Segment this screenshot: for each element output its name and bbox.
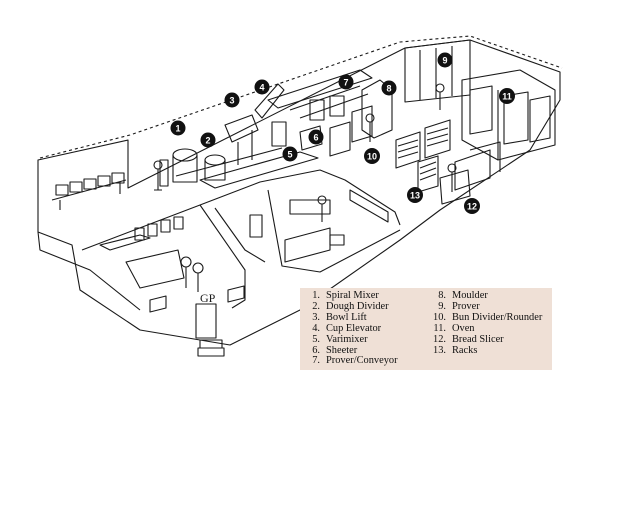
seating-row [51, 172, 127, 210]
legend-item: 4.Cup Elevator [312, 322, 382, 334]
legend-item: 13.Racks [433, 344, 478, 356]
storefront-door: GP [149, 285, 245, 357]
svg-text:2: 2 [205, 136, 210, 146]
equipment-legend: 1.Spiral Mixer 2.Dough Divider 3.Bowl Li… [300, 288, 552, 370]
svg-text:9: 9 [442, 56, 447, 66]
legend-column-left: 1.Spiral Mixer 2.Dough Divider 3.Bowl Li… [304, 290, 398, 367]
equipment-markers: 1 2 3 4 5 6 7 8 9 10 11 12 13 [170, 52, 515, 214]
legend-item: 3.Bowl Lift [312, 311, 367, 323]
legend-column-right: 8.Moulder 9.Prover 10.Bun Divider/Rounde… [430, 290, 543, 356]
marker-12: 12 [464, 198, 480, 214]
floor-edge [37, 231, 141, 311]
svg-text:11: 11 [502, 92, 512, 102]
legend-item: 5.Varimixer [312, 333, 368, 345]
svg-text:7: 7 [343, 78, 348, 88]
svg-text:GP: GP [200, 291, 216, 305]
legend-item: 7.Prover/Conveyor [312, 355, 398, 367]
legend-item: 1.Spiral Mixer [312, 290, 379, 301]
svg-text:8: 8 [386, 84, 391, 94]
svg-text:5: 5 [287, 150, 292, 160]
marker-6: 6 [308, 129, 324, 145]
svg-text:6: 6 [313, 133, 318, 143]
marker-1: 1 [170, 120, 186, 136]
marker-2: 2 [200, 132, 216, 148]
legend-item: 6.Sheeter [312, 344, 358, 356]
marker-7: 7 [338, 74, 354, 90]
production-machines [159, 69, 393, 189]
svg-text:1: 1 [175, 124, 180, 134]
prover-cabinet [404, 39, 471, 110]
marker-9: 9 [437, 52, 453, 68]
building-outline [37, 39, 561, 346]
svg-text:12: 12 [467, 202, 477, 212]
svg-text:10: 10 [367, 152, 377, 162]
marker-5: 5 [282, 146, 298, 162]
marker-13: 13 [407, 187, 423, 203]
legend-item: 9.Prover [438, 300, 480, 312]
rack-set [395, 119, 501, 193]
svg-text:13: 13 [410, 191, 420, 201]
legend-item: 8.Moulder [438, 290, 488, 301]
oven [461, 69, 556, 161]
office-wall-c [267, 189, 401, 273]
marker-8: 8 [381, 80, 397, 96]
svg-text:3: 3 [229, 96, 234, 106]
cafe-counter [99, 216, 204, 292]
office-wall-b [199, 169, 401, 226]
marker-4: 4 [254, 79, 270, 95]
bread-slicer [439, 169, 471, 205]
svg-text:4: 4 [259, 83, 264, 93]
legend-item: 11.Oven [433, 322, 475, 334]
office-furniture [249, 189, 389, 263]
marker-10: 10 [364, 148, 380, 164]
legend-item: 10.Bun Divider/Rounder [433, 311, 543, 323]
legend-item: 2.Dough Divider [312, 300, 389, 312]
staff-figures [153, 113, 457, 222]
marker-11: 11 [499, 88, 515, 104]
marker-3: 3 [224, 92, 240, 108]
back-wall-edge [39, 35, 563, 159]
office-wall-d [214, 207, 266, 263]
legend-item: 12.Bread Slicer [433, 333, 504, 345]
